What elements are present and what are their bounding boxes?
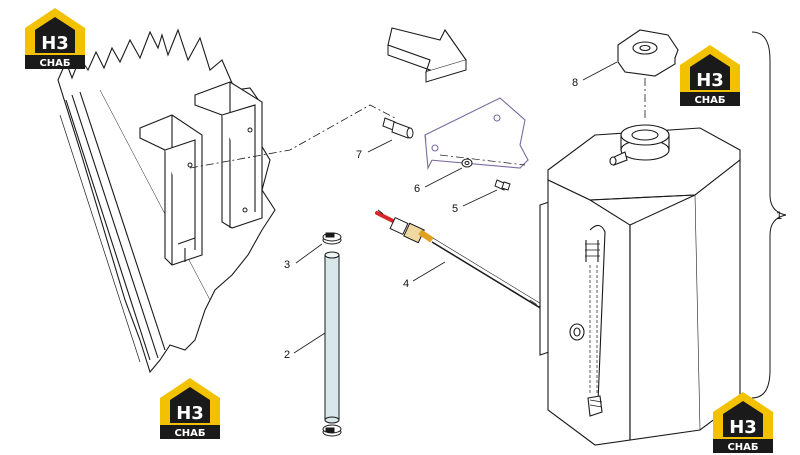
callout-5: 5: [452, 203, 458, 215]
mounting-bracket-right: [194, 81, 263, 229]
brand-logo: H3 СНАБ: [160, 378, 220, 439]
logo-mark: H3: [176, 403, 204, 424]
tank-mounting-plate: [424, 97, 529, 170]
callout-1: 1: [776, 210, 782, 222]
leader-lines: [293, 61, 618, 354]
logo-mark: H3: [729, 417, 757, 438]
hose-clamp-top: [322, 232, 342, 245]
callout-8: 8: [572, 77, 578, 89]
hose-tube: [324, 251, 340, 424]
brand-logo: H3 СНАБ: [25, 8, 85, 69]
bolt: [494, 179, 511, 191]
direction-arrow-icon: [387, 27, 467, 83]
logo-caption: СНАБ: [727, 442, 758, 453]
brand-logo: H3 СНАБ: [713, 392, 773, 453]
mount-hole: [247, 127, 253, 133]
callout-6: 6: [414, 183, 420, 195]
logo-caption: СНАБ: [694, 95, 725, 106]
alignment-line: [439, 154, 526, 166]
callout-4: 4: [403, 278, 409, 290]
washer-hole: [464, 161, 470, 165]
callout-2: 2: [284, 349, 290, 361]
logo-mark: H3: [696, 70, 724, 91]
logo-caption: СНАБ: [39, 58, 70, 69]
brand-logo: H3 СНАБ: [680, 45, 740, 106]
logo-mark: H3: [41, 33, 69, 54]
alignment-line: [189, 104, 396, 169]
radiator-cap: [617, 29, 679, 77]
logo-caption: СНАБ: [174, 428, 205, 439]
expansion-tank: [539, 124, 741, 446]
mount-hole: [187, 162, 193, 168]
mount-hole: [242, 207, 248, 213]
spacer-stud: [382, 117, 414, 139]
callout-7: 7: [356, 149, 362, 161]
mounting-bracket-left: [139, 114, 203, 266]
assembly-brace: [751, 31, 787, 399]
callout-3: 3: [284, 259, 290, 271]
hose-clamp-bottom: [322, 424, 342, 437]
